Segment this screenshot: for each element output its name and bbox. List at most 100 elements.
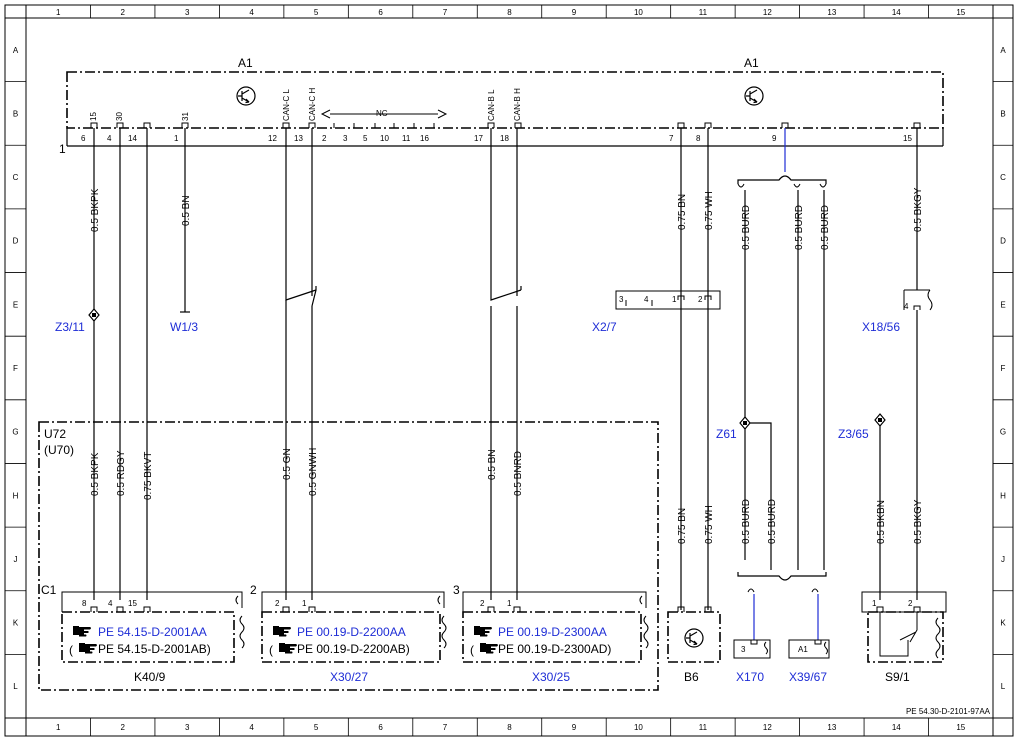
- label-z3-65[interactable]: Z3/65: [838, 427, 869, 441]
- a1-pin-10: 10: [380, 134, 389, 143]
- nc-label: NC: [376, 109, 388, 118]
- a1-pin-17: 17: [474, 134, 483, 143]
- grid-row-right-G: G: [1000, 428, 1006, 437]
- label-x170[interactable]: X170: [736, 670, 764, 684]
- ref-x30-27-main[interactable]: PE 00.19-D-2200AA: [297, 625, 406, 639]
- grid-row-left-C: C: [13, 173, 19, 182]
- wire-label-bkpk-lower: 0.5 BKPK: [90, 452, 101, 496]
- wire-label-bn-b6: 0.75 BN: [677, 508, 688, 544]
- u72-block: [38, 421, 659, 691]
- label-u70: (U70): [44, 443, 74, 457]
- grid-row-right-J: J: [1001, 555, 1005, 564]
- label-b6: B6: [684, 670, 699, 684]
- conn2-pin-2: 2: [275, 599, 280, 608]
- x170-pin-3: 3: [741, 645, 746, 654]
- grid-column-bottom-4: 4: [249, 723, 254, 732]
- grid-column-bottom-2: 2: [120, 723, 125, 732]
- grid-column-top-4: 4: [249, 8, 254, 17]
- grid-column-bottom-12: 12: [763, 723, 772, 732]
- grid-row-right-A: A: [1000, 46, 1006, 55]
- wire-label-burd-c: 0.5 BURD: [820, 205, 831, 250]
- grid-column-bottom-6: 6: [378, 723, 383, 732]
- x39-67-pin-a1: A1: [798, 645, 808, 654]
- s9-1-pin-1: 1: [872, 599, 877, 608]
- grid-column-top-11: 11: [699, 8, 708, 17]
- svg-text:(: (: [470, 643, 474, 657]
- wire-label-burd-a: 0.5 BURD: [741, 205, 752, 250]
- grid-column-bottom-11: 11: [699, 723, 708, 732]
- wire-label-burd-b: 0.5 BURD: [794, 205, 805, 250]
- a1-left-label: A1: [238, 56, 253, 70]
- a1-pin-16: 16: [420, 134, 429, 143]
- grid-row-right-D: D: [1000, 237, 1006, 246]
- grid-row-left-G: G: [12, 428, 18, 437]
- grid-row-left-D: D: [13, 237, 19, 246]
- grid-column-bottom-10: 10: [634, 723, 643, 732]
- label-w1-3[interactable]: W1/3: [170, 320, 198, 334]
- grid-column-top-2: 2: [120, 8, 125, 17]
- ref-x30-27-alt: PE 00.19-D-2200AB): [297, 642, 410, 656]
- grid-row-right-L: L: [1001, 682, 1006, 691]
- label-z61[interactable]: Z61: [716, 427, 737, 441]
- wire-label-gn: 0.5 GN: [282, 448, 293, 480]
- x2-7-pin-3: 3: [619, 295, 624, 304]
- grid-column-top-3: 3: [185, 8, 190, 17]
- wire-label-rdgy: 0.5 RDGY: [116, 450, 127, 496]
- wire-label-bkvt: 0.75 BKVT: [143, 452, 154, 500]
- a1-pin-8: 8: [696, 134, 701, 143]
- label-s9-1: S9/1: [885, 670, 910, 684]
- label-x2-7[interactable]: X2/7: [592, 320, 617, 334]
- a1-function-can-c-h: CAN-C H: [308, 87, 317, 121]
- grid-column-top-15: 15: [956, 8, 965, 17]
- ref-x30-25-main[interactable]: PE 00.19-D-2300AA: [498, 625, 607, 639]
- grid-row-left-H: H: [13, 491, 19, 500]
- label-conn2: 2: [250, 583, 257, 597]
- ref-k40-main[interactable]: PE 54.15-D-2001AA: [98, 625, 207, 639]
- a1-function-can-b-h: CAN-B H: [513, 88, 522, 121]
- a1-pin-14: 14: [128, 134, 137, 143]
- wire-label-wh-b6: 0.75 WH: [704, 505, 715, 544]
- wire-label-burd-d: 0.5 BURD: [741, 499, 752, 544]
- a1-function-15: 15: [89, 112, 98, 121]
- label-x30-25[interactable]: X30/25: [532, 670, 570, 684]
- a1-pin-1: 1: [174, 134, 179, 143]
- label-z3-11[interactable]: Z3/11: [55, 320, 85, 334]
- grid-row-left-K: K: [13, 619, 19, 628]
- a1-function-30: 30: [115, 112, 124, 121]
- grid-row-left-A: A: [13, 46, 19, 55]
- label-x30-27[interactable]: X30/27: [330, 670, 368, 684]
- c1-pin-4: 4: [108, 599, 113, 608]
- a1-pin-4: 4: [107, 134, 112, 143]
- a1-pin-9: 9: [772, 134, 777, 143]
- a1-function-can-c-l: CAN-C L: [282, 88, 291, 121]
- a1-pin-11: 11: [402, 134, 411, 143]
- wire-label-bn-upper: 0.5 BN: [181, 195, 192, 226]
- grid-column-bottom-1: 1: [56, 723, 61, 732]
- label-x18-56[interactable]: X18/56: [862, 320, 900, 334]
- grid-row-left-J: J: [14, 555, 18, 564]
- wire-label-burd-e: 0.5 BURD: [767, 499, 778, 544]
- grid-column-top-7: 7: [443, 8, 448, 17]
- wire-label-bkpk-upper: 0.5 BKPK: [90, 188, 101, 232]
- x2-7-pin-2: 2: [698, 295, 703, 304]
- wire-label-bkgy-upper: 0.5 BKGY: [913, 187, 924, 232]
- svg-text:(: (: [69, 643, 73, 657]
- grid-column-top-9: 9: [572, 8, 577, 17]
- grid-column-top-13: 13: [827, 8, 836, 17]
- a1-function-31: 31: [181, 112, 190, 121]
- conn2-pin-1: 1: [302, 599, 307, 608]
- document-id: PE 54.30-D-2101-97AA: [906, 707, 991, 716]
- wire-label-bnrd: 0.5 BNRD: [513, 451, 524, 496]
- ref-x30-25-alt: PE 00.19-D-2300AD): [498, 642, 611, 656]
- label-x39-67[interactable]: X39/67: [789, 670, 827, 684]
- grid-column-bottom-7: 7: [443, 723, 448, 732]
- grid-column-top-1: 1: [56, 8, 61, 17]
- a1-right-label: A1: [744, 56, 759, 70]
- label-conn3: 3: [453, 583, 460, 597]
- a1-pin-18: 18: [500, 134, 509, 143]
- grid-row-right-F: F: [1001, 364, 1006, 373]
- wire-label-bkbn: 0.5 BKBN: [876, 500, 887, 544]
- grid-column-bottom-3: 3: [185, 723, 190, 732]
- grid-column-bottom-13: 13: [827, 723, 836, 732]
